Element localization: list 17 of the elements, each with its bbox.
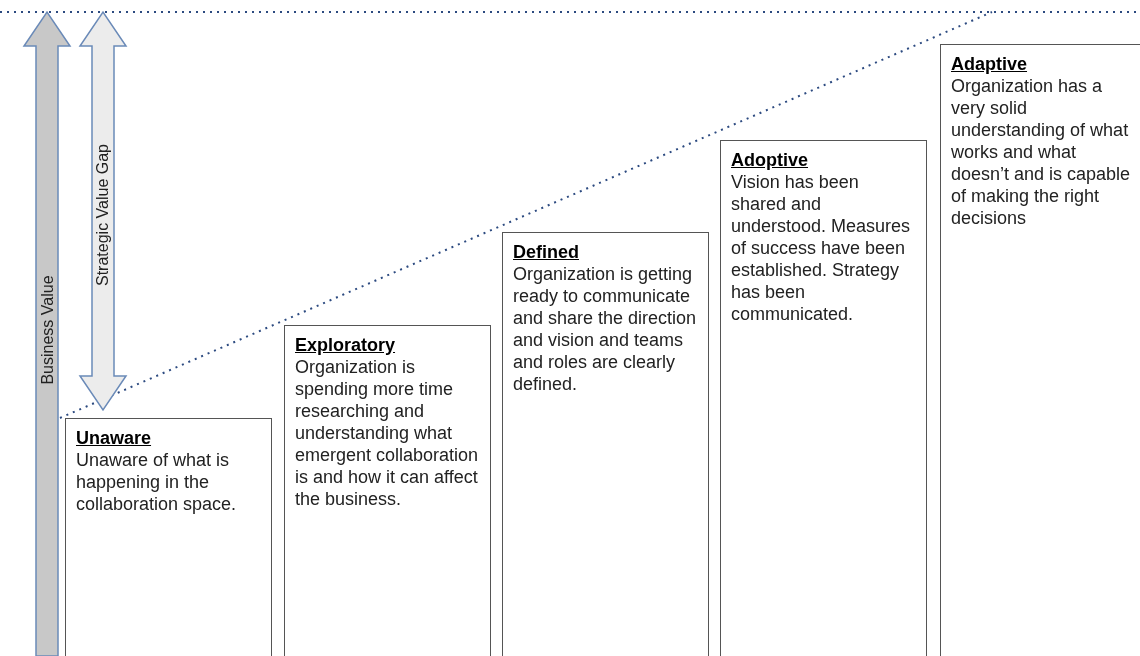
stage-title: Exploratory xyxy=(295,334,396,356)
stage-box xyxy=(720,140,927,656)
stage-title: Adoptive xyxy=(731,149,808,171)
stage-description: Vision has been shared and understood. Measures of success have been established. Strategy has been communicated. xyxy=(731,171,912,325)
axis-label: Strategic Value Gap xyxy=(94,144,112,286)
stage-box xyxy=(502,232,709,656)
stage-box xyxy=(940,44,1140,656)
stage-description: Organization is getting ready to communicate and share the direction and vision and teams and roles are clearly defined. xyxy=(513,263,698,395)
stage-box xyxy=(65,418,272,656)
stage-title: Defined xyxy=(513,241,579,263)
stage-description: Organization has a very solid understanding of what works and what doesn’t and is capable of making the right decisions xyxy=(951,75,1132,229)
stage-description: Unaware of what is happening in the collaboration space. xyxy=(76,449,238,515)
stage-title: Adaptive xyxy=(951,53,1028,75)
axis-label: Business Value xyxy=(38,275,57,385)
stage-box xyxy=(284,325,491,656)
stage-description: Organization is spending more time researching and understanding what emergent collaboration is and how it can affect the business. xyxy=(295,356,480,510)
stage-title: Unaware xyxy=(76,427,152,449)
